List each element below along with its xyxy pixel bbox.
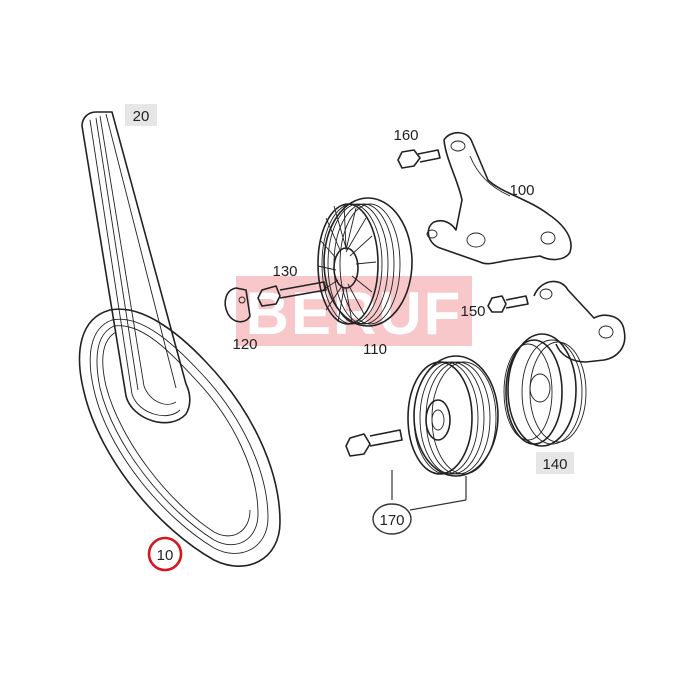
bolt-130-shape — [257, 281, 327, 307]
callout-160: 160 — [393, 127, 418, 144]
callout-120: 120 — [232, 336, 257, 353]
leader-lines — [391, 470, 467, 511]
label-140: 140 — [542, 456, 567, 473]
pulley-110-shape — [317, 197, 413, 327]
label-150: 150 — [460, 303, 485, 320]
label-130: 130 — [272, 263, 297, 280]
label-120: 120 — [232, 336, 257, 353]
label-100: 100 — [509, 182, 534, 199]
label-110: 110 — [363, 341, 387, 358]
label-170: 170 — [379, 512, 404, 529]
tensioner-140-shape — [503, 280, 626, 447]
callout-20: 20 — [125, 104, 157, 126]
callout-140: 140 — [536, 452, 574, 474]
label-10: 10 — [157, 547, 174, 564]
idler-170-shape — [407, 355, 499, 477]
callout-100: 100 — [509, 182, 534, 199]
label-20: 20 — [133, 108, 150, 125]
callout-170: 170 — [372, 503, 412, 535]
callout-10: 10 — [147, 536, 183, 572]
belt-20-shape — [81, 111, 191, 424]
callout-130: 130 — [272, 263, 297, 280]
bolt-150-shape — [487, 295, 529, 313]
belt-10-shape — [78, 308, 281, 567]
bolt-160-shape — [397, 149, 441, 169]
label-10-highlight-circle — [147, 536, 183, 572]
label-170-circle — [372, 503, 412, 535]
callout-150: 150 — [460, 303, 485, 320]
cap-120-shape — [224, 287, 251, 323]
callout-110: 110 — [363, 341, 387, 358]
label-140-bg — [536, 452, 574, 474]
bolt-170-shape — [345, 429, 403, 457]
bracket-100-shape — [426, 131, 572, 265]
label-160: 160 — [393, 127, 418, 144]
label-20-bg — [125, 104, 157, 126]
watermark-band — [236, 276, 472, 346]
